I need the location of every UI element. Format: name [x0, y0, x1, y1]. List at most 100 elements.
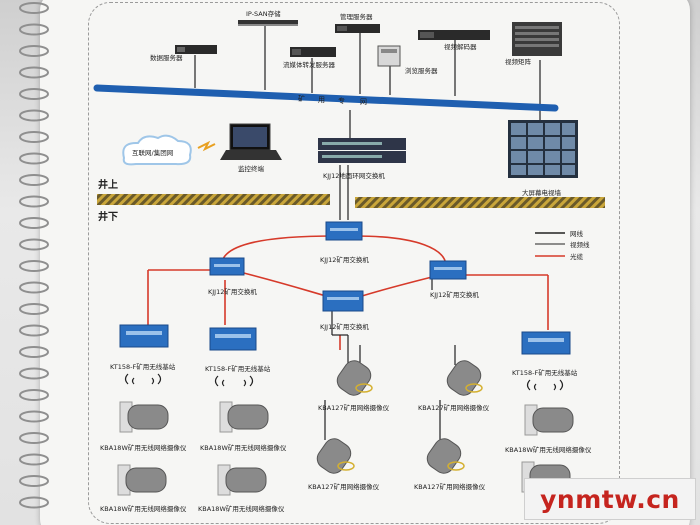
legend-fiber: 光缆: [570, 252, 584, 261]
lightning-icon: [197, 140, 216, 152]
watermark: ynmtw.cn: [524, 478, 696, 520]
dashed-frame: [88, 2, 620, 524]
svg-text:KJJ12矿用交换机: KJJ12矿用交换机: [208, 287, 257, 296]
base-station-1: KT158-F矿用无线基站: [110, 324, 176, 385]
binder-ring: [19, 281, 49, 294]
binder-ring: [19, 131, 49, 143]
svg-text:KBA127矿用网络摄像仪: KBA127矿用网络摄像仪: [418, 403, 490, 412]
camera-kba127-2: KBA127矿用网络摄像仪: [418, 360, 490, 412]
binder-ring: [19, 238, 49, 251]
internet-cloud: 互联网/集团网: [122, 134, 192, 166]
binder-ring: [19, 367, 49, 380]
video-matrix: 视频矩阵: [505, 22, 562, 66]
video-decoder: 视频解码器: [418, 30, 490, 51]
svg-text:数据服务器: 数据服务器: [150, 53, 183, 62]
browse-server: 浏览服务器: [377, 45, 438, 75]
binder-ring: [19, 410, 49, 423]
binder-ring: [19, 88, 49, 100]
ring-switch: KJJ12地面环网交换机: [318, 138, 406, 180]
svg-text:大屏幕电视墙: 大屏幕电视墙: [522, 188, 562, 197]
svg-text:视频矩阵: 视频矩阵: [505, 57, 532, 66]
wifi-icon: [124, 373, 162, 385]
svg-text:管理服务器: 管理服务器: [340, 12, 373, 21]
backbone-bus: 矿 用 专 网: [93, 84, 559, 112]
svg-text:KJJ12矿用交换机: KJJ12矿用交换机: [320, 255, 369, 264]
wifi-icon: [214, 375, 254, 387]
svg-text:流媒体转发服务器: 流媒体转发服务器: [283, 60, 336, 69]
camera-kba127-3: KBA127矿用网络摄像仪: [308, 438, 380, 491]
monitor-terminal: 监控终端: [220, 123, 282, 173]
svg-text:KBA127矿用网络摄像仪: KBA127矿用网络摄像仪: [318, 403, 390, 412]
mine-switch-center: KJJ12矿用交换机: [320, 290, 369, 331]
ground-line: [97, 194, 605, 208]
camera-kba18w-5: KBA18W矿用无线网络摄像仪: [198, 464, 285, 513]
underground-label: 井下: [98, 210, 118, 223]
base-station-3: KT158-F矿用无线基站: [512, 331, 578, 391]
camera-kba127-1: KBA127矿用网络摄像仪: [318, 360, 390, 412]
binder-ring: [19, 23, 49, 36]
backbone-char-2: 用: [318, 96, 325, 104]
camera-kba18w-4: KBA18W矿用无线网络摄像仪: [100, 464, 187, 513]
binder-ring: [19, 453, 49, 466]
binder-ring: [19, 195, 49, 208]
binder-ring: [19, 303, 49, 315]
underground-cables: [324, 275, 456, 440]
svg-text:KBA18W矿用无线网络摄像仪: KBA18W矿用无线网络摄像仪: [200, 443, 287, 452]
svg-text:互联网/集团网: 互联网/集团网: [132, 148, 173, 157]
binder-ring: [19, 346, 49, 358]
wifi-icon: [526, 379, 564, 391]
camera-kba127-4: KBA127矿用网络摄像仪: [414, 438, 486, 491]
binder-ring: [19, 109, 49, 122]
ipsan-storage: IP-SAN存储: [238, 9, 298, 26]
mine-switch-left: KJJ12矿用交换机: [208, 257, 257, 296]
svg-text:KBA18W矿用无线网络摄像仪: KBA18W矿用无线网络摄像仪: [505, 445, 592, 454]
binder-ring: [19, 45, 49, 57]
legend-network: 网线: [570, 229, 584, 238]
svg-text:KT158-F矿用无线基站: KT158-F矿用无线基站: [205, 364, 271, 373]
camera-kba18w-2: KBA18W矿用无线网络摄像仪: [200, 401, 287, 452]
svg-text:KJJ12地面环网交换机: KJJ12地面环网交换机: [323, 171, 385, 180]
legend: 网线 视频线 光缆: [535, 229, 590, 261]
svg-text:IP-SAN存储: IP-SAN存储: [246, 9, 281, 18]
binder-ring: [19, 324, 49, 337]
binder-ring: [19, 475, 49, 487]
svg-text:KT158-F矿用无线基站: KT158-F矿用无线基站: [110, 362, 176, 371]
above-ground-label: 井上: [98, 178, 118, 191]
svg-text:KBA18W矿用无线网络摄像仪: KBA18W矿用无线网络摄像仪: [100, 504, 187, 513]
svg-text:视频解码器: 视频解码器: [444, 42, 477, 51]
management-server: 管理服务器: [335, 12, 380, 33]
binder-ring: [19, 217, 49, 229]
svg-text:KBA18W矿用无线网络摄像仪: KBA18W矿用无线网络摄像仪: [100, 443, 187, 452]
svg-text:浏览服务器: 浏览服务器: [405, 66, 438, 75]
base-station-2: KT158-F矿用无线基站: [205, 327, 271, 387]
binder-ring: [19, 2, 49, 14]
binder-rings: [19, 2, 49, 509]
svg-text:KBA127矿用网络摄像仪: KBA127矿用网络摄像仪: [414, 482, 486, 491]
svg-text:KT158-F矿用无线基站: KT158-F矿用无线基站: [512, 368, 578, 377]
binder-ring: [19, 174, 49, 186]
mine-switch-top: KJJ12矿用交换机: [320, 221, 369, 264]
binder-ring: [19, 432, 49, 444]
backbone-char-1: 矿: [298, 94, 305, 103]
svg-text:KBA127矿用网络摄像仪: KBA127矿用网络摄像仪: [308, 482, 380, 491]
svg-text:KJJ12矿用交换机: KJJ12矿用交换机: [320, 322, 369, 331]
binder-ring: [19, 260, 49, 272]
wiring: [194, 22, 541, 220]
video-wall: 大屏幕电视墙: [508, 120, 578, 197]
stream-server: 流媒体转发服务器: [283, 47, 336, 69]
backbone-char-3: 专: [338, 96, 345, 105]
camera-kba18w-3: KBA18W矿用无线网络摄像仪: [505, 404, 592, 454]
svg-text:KBA18W矿用无线网络摄像仪: KBA18W矿用无线网络摄像仪: [198, 504, 285, 513]
fiber-lines: [147, 235, 549, 350]
mine-switch-right: KJJ12矿用交换机: [429, 260, 479, 299]
camera-kba18w-1: KBA18W矿用无线网络摄像仪: [100, 401, 187, 452]
binder-ring: [19, 152, 49, 165]
legend-video: 视频线: [570, 240, 590, 249]
binder-ring: [19, 496, 49, 509]
binder-ring: [19, 389, 49, 401]
svg-text:KJJ12矿用交换机: KJJ12矿用交换机: [430, 290, 479, 299]
binder-ring: [19, 66, 49, 79]
svg-text:监控终端: 监控终端: [238, 164, 265, 173]
